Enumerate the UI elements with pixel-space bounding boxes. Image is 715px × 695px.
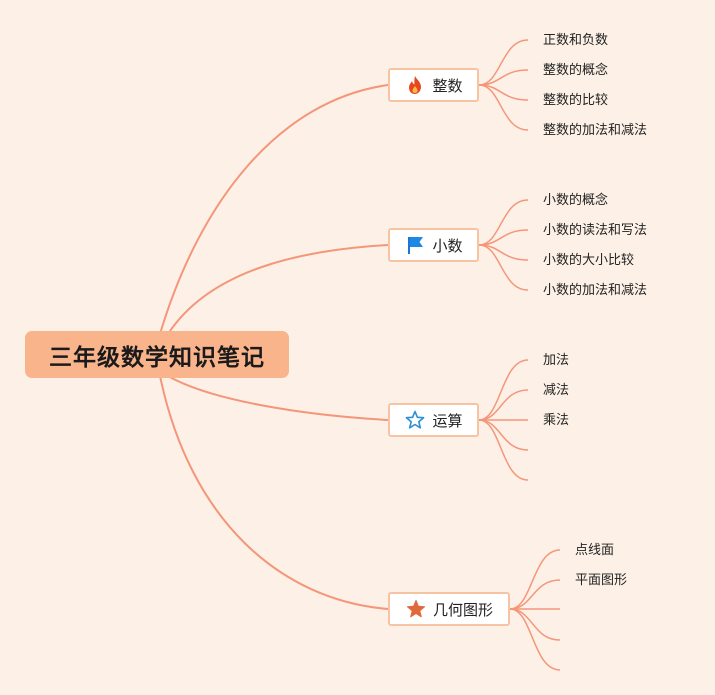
connector-root-geometry xyxy=(159,375,389,610)
branch-label: 运算 xyxy=(432,411,463,430)
leaf-connector-operations-1 xyxy=(478,389,529,421)
leaf-topic[interactable]: 乘法 xyxy=(543,413,570,428)
branch-label: 几何图形 xyxy=(432,600,493,619)
flag-icon xyxy=(404,234,426,256)
leaf-topic[interactable]: 平面图形 xyxy=(575,573,628,588)
connector-root-operations xyxy=(167,375,389,421)
leaf-topic[interactable]: 小数的加法和减法 xyxy=(543,283,648,298)
fire-icon xyxy=(404,74,426,96)
leaf-connector-integers-3 xyxy=(478,84,529,131)
connector-root-integers xyxy=(159,84,389,335)
leaf-connector-operations-4 xyxy=(478,419,529,481)
leaf-connector-operations-0 xyxy=(478,359,529,421)
leaf-topic[interactable]: 小数的读法和写法 xyxy=(543,223,648,238)
leaf-connector-geometry-0 xyxy=(509,549,561,610)
star-outline-icon xyxy=(404,409,426,431)
leaf-connector-integers-0 xyxy=(478,39,529,86)
connector-root-decimals xyxy=(167,244,389,335)
leaf-connector-decimals-3 xyxy=(478,244,529,291)
leaf-topic[interactable]: 小数的大小比较 xyxy=(543,253,635,268)
leaf-topic[interactable]: 加法 xyxy=(543,353,570,368)
branch-decimals[interactable]: 小数 xyxy=(388,228,479,262)
leaf-topic[interactable]: 减法 xyxy=(543,383,570,398)
leaf-connector-geometry-4 xyxy=(509,608,561,671)
branch-operations[interactable]: 运算 xyxy=(388,403,479,437)
branch-label: 小数 xyxy=(432,236,463,255)
leaf-topic[interactable]: 整数的比较 xyxy=(543,93,609,108)
root-topic[interactable]: 三年级数学知识笔记 xyxy=(25,331,289,378)
branch-label: 整数 xyxy=(432,76,463,95)
leaf-connector-decimals-0 xyxy=(478,199,529,246)
branch-geometry[interactable]: 几何图形 xyxy=(388,592,510,626)
branch-integers[interactable]: 整数 xyxy=(388,68,479,102)
leaf-topic[interactable]: 点线面 xyxy=(575,543,615,558)
leaf-topic[interactable]: 小数的概念 xyxy=(543,193,609,208)
leaf-connector-operations-3 xyxy=(478,419,529,451)
leaf-topic[interactable]: 整数的加法和减法 xyxy=(543,123,648,138)
leaf-topic[interactable]: 整数的概念 xyxy=(543,63,609,78)
leaf-connector-geometry-1 xyxy=(509,579,561,610)
leaf-topic[interactable]: 正数和负数 xyxy=(543,33,609,48)
leaf-connector-geometry-3 xyxy=(509,608,561,641)
star-filled-icon xyxy=(405,598,427,620)
